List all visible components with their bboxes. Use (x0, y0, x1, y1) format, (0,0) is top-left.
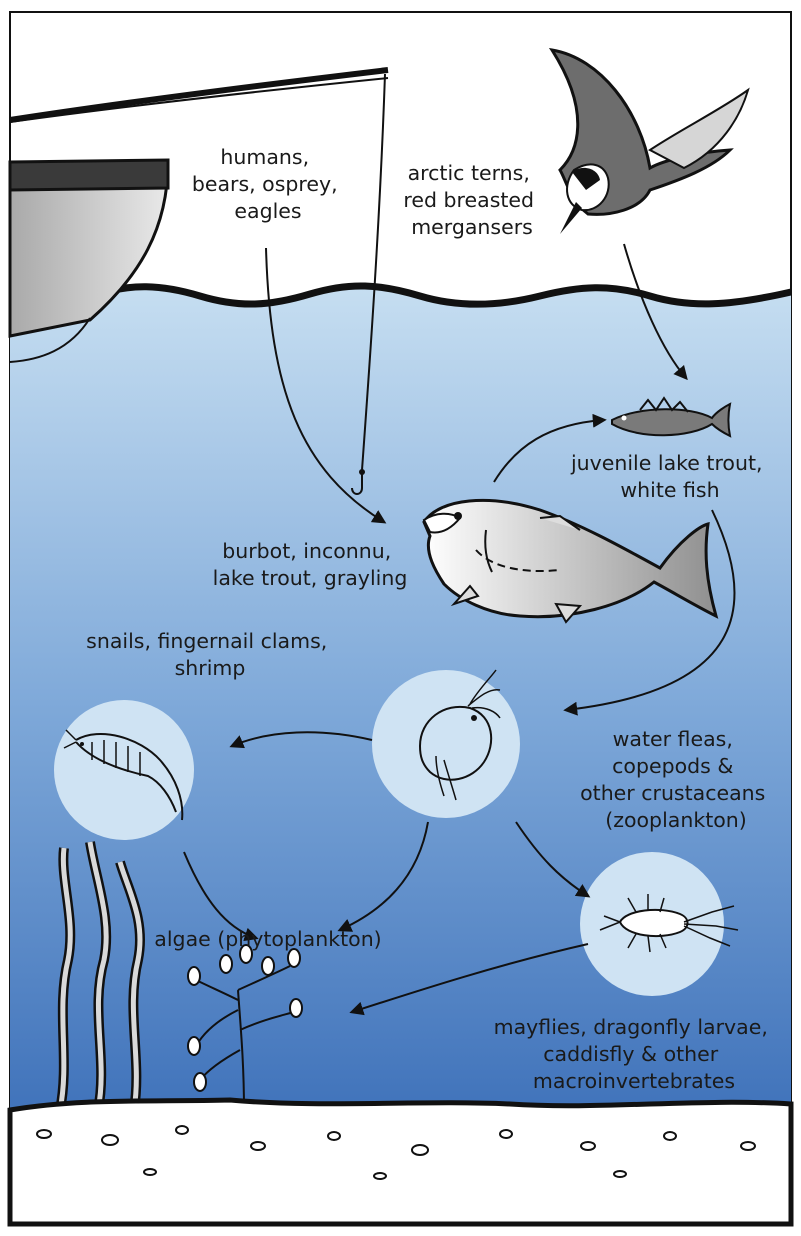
lake-bottom (10, 1100, 791, 1224)
shrimp-circle (54, 700, 194, 840)
water-flea-circle (372, 670, 520, 818)
label-algae: algae (phytoplankton) (154, 927, 381, 951)
label-terns: arctic terns, red breasted mergansers (403, 161, 540, 239)
